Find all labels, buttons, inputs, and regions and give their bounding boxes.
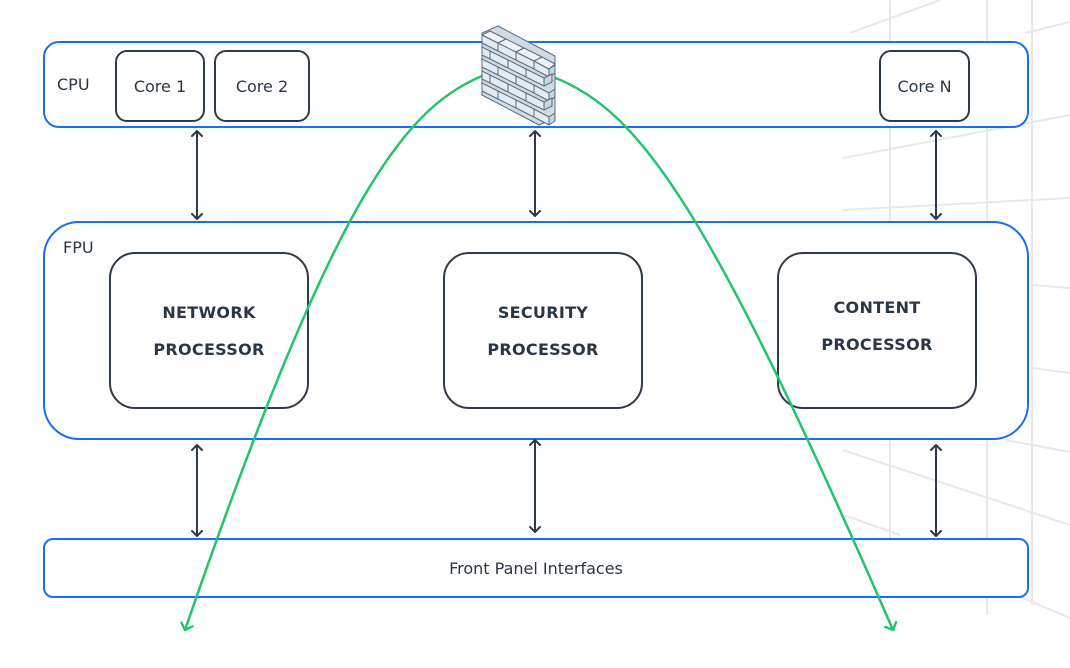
grid-line [842, 197, 1070, 211]
grid-line [1019, 596, 1070, 619]
grid-line [1024, 21, 1070, 34]
grid-line [1031, 367, 1070, 374]
core-2-box[interactable]: Core 2 [214, 50, 310, 122]
grid-line [1004, 439, 1070, 453]
grid-line [842, 114, 1070, 159]
security-processor-line1: SECURITY [497, 302, 589, 322]
grid-line [849, 0, 941, 34]
network-processor-line1: NETWORK [162, 302, 256, 322]
security-processor-box[interactable]: SECURITY PROCESSOR [443, 252, 643, 409]
grid-line [842, 449, 1070, 526]
content-processor-line1: CONTENT [833, 297, 921, 317]
content-processor-line2: PROCESSOR [821, 334, 933, 354]
traffic-flow-left-arrow [185, 74, 484, 632]
content-processor-box[interactable]: CONTENT PROCESSOR [777, 252, 977, 409]
cpu-label: CPU [57, 75, 90, 94]
fpu-label: FPU [63, 238, 94, 257]
grid-line [1031, 284, 1070, 289]
grid-line [842, 514, 901, 536]
security-processor-line2: PROCESSOR [487, 339, 599, 359]
network-processor-line2: PROCESSOR [153, 339, 265, 359]
core-1-box[interactable]: Core 1 [115, 50, 205, 122]
firewall-icon [481, 25, 556, 126]
traffic-flow-right-arrow [551, 75, 893, 632]
core-n-box[interactable]: Core N [879, 50, 970, 122]
